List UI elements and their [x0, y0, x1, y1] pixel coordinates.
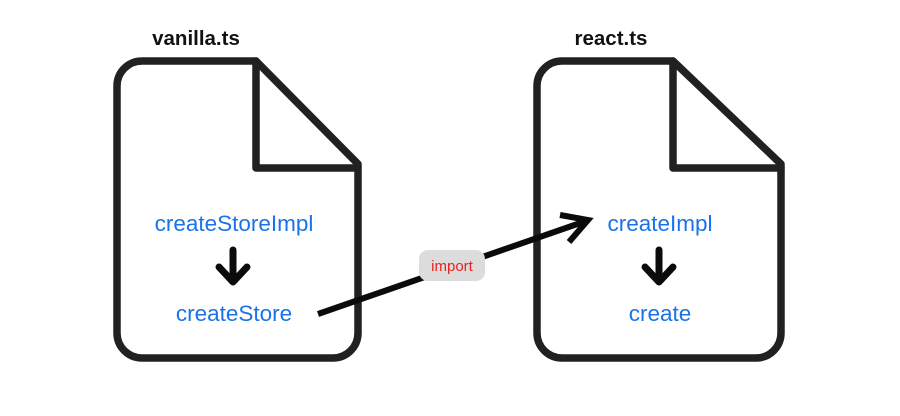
file-title-react: react.ts	[575, 27, 648, 50]
function-label-createstore: createStore	[176, 301, 292, 326]
file-shape-vanilla	[113, 57, 362, 362]
file-fold-vanilla	[252, 57, 362, 172]
import-label-pill	[419, 250, 485, 281]
file-shape-react	[533, 57, 785, 362]
import-edge[interactable]: import	[317, 212, 594, 317]
function-label-createimpl: createImpl	[607, 211, 712, 236]
file-node-react[interactable]: react.ts createImpl create	[533, 27, 785, 362]
file-title-vanilla: vanilla.ts	[152, 27, 240, 50]
file-node-vanilla[interactable]: vanilla.ts createStoreImpl createStore	[113, 27, 362, 362]
down-arrow-icon-vanilla	[215, 246, 251, 286]
file-fold-react	[669, 57, 785, 172]
import-arrowhead-icon	[559, 212, 594, 244]
down-arrow-icon-react	[641, 246, 677, 286]
function-label-createstoreimpl: createStoreImpl	[155, 211, 314, 236]
function-label-create: create	[629, 301, 692, 326]
import-label-text: import	[431, 258, 474, 275]
